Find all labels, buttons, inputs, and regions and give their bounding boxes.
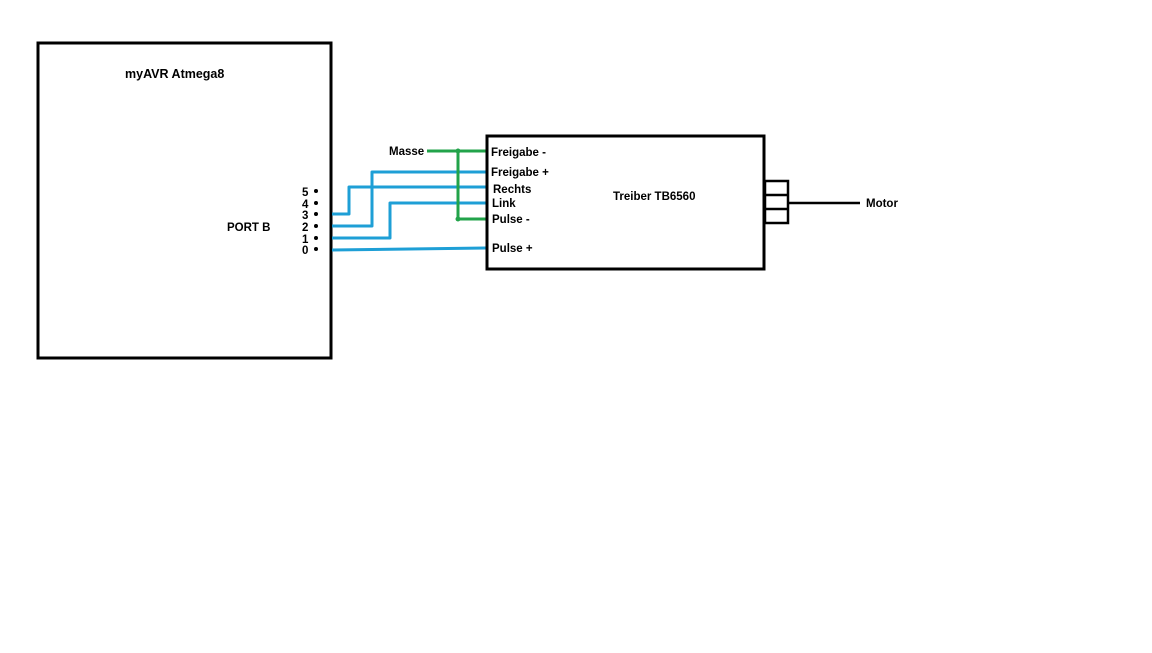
port-b-label: PORT B — [227, 222, 270, 234]
driver-box — [485, 134, 766, 271]
pin-0-dot — [314, 247, 318, 251]
pin-4-dot — [314, 201, 318, 205]
masse-label: Masse — [389, 146, 424, 158]
input-pulse-minus: Pulse - — [492, 214, 530, 226]
pin-2-dot — [314, 224, 318, 228]
input-pulse-plus: Pulse + — [492, 243, 533, 255]
pin-3-dot — [314, 212, 318, 216]
wire-pin2-freigabe-plus — [332, 170, 486, 228]
mcu-title: myAVR Atmega8 — [125, 67, 224, 81]
pin-1-dot — [314, 236, 318, 240]
wire-pin3-rechts — [332, 185, 486, 216]
pin-2-label: 2 — [302, 222, 308, 234]
pin-5-label: 5 — [302, 187, 309, 199]
mcu-board — [36, 41, 333, 360]
input-rechts: Rechts — [493, 184, 531, 196]
pin-0-label: 0 — [302, 245, 308, 257]
ground-junction-bottom — [455, 216, 461, 222]
wire-pin0-pulse-plus — [331, 246, 487, 252]
pin-5-dot — [314, 189, 318, 193]
wire-pin1-link — [332, 201, 486, 240]
wire-masse-pulse-minus — [456, 151, 486, 221]
motor-connector — [763, 179, 790, 225]
pin-1-label: 1 — [302, 234, 309, 246]
input-freigabe-plus: Freigabe + — [491, 167, 549, 179]
input-link: Link — [492, 198, 516, 210]
ground-junction-top — [455, 148, 461, 154]
pin-3-label: 3 — [302, 210, 308, 222]
motor-label: Motor — [866, 198, 898, 210]
input-freigabe-minus: Freigabe - — [491, 147, 546, 159]
pin-4-label: 4 — [302, 199, 309, 211]
driver-title: Treiber TB6560 — [613, 191, 695, 203]
